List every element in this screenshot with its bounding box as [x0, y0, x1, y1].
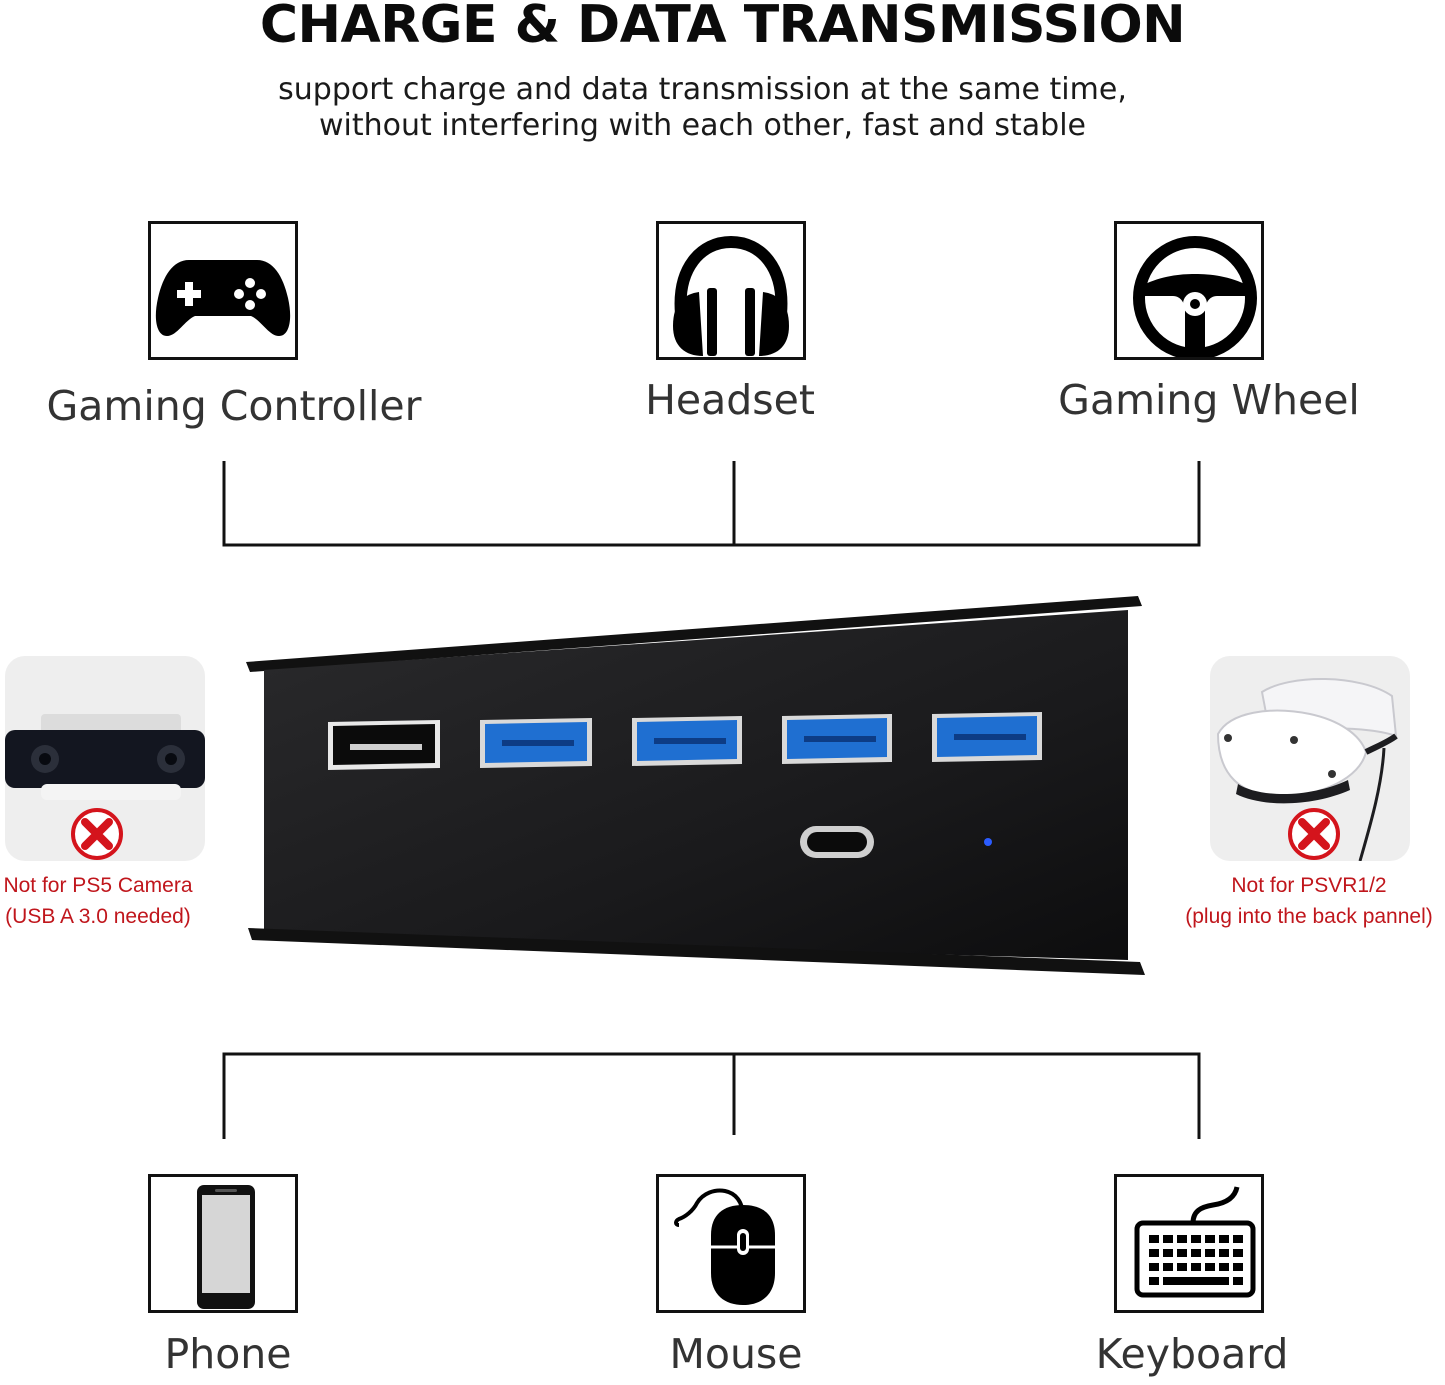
subtitle-line-1: support charge and data transmission at …: [278, 72, 1127, 107]
psvr-warning-line-2: (plug into the back pannel): [1185, 905, 1433, 928]
usb3-port-2: [632, 716, 742, 766]
mouse-box: [656, 1174, 806, 1313]
smartphone-icon: [197, 1185, 255, 1309]
camera-warning-line-1: Not for PS5 Camera: [3, 874, 193, 897]
headphones-icon: [673, 235, 789, 356]
psvr-warning-line-1: Not for PSVR1/2: [1231, 874, 1387, 897]
bottom-device-label-mouse: Mouse: [669, 1330, 803, 1378]
gaming-controller-box: [148, 221, 298, 360]
ps5-camera-photo: [5, 656, 205, 861]
red-x-icon: [1288, 808, 1340, 860]
usb-a-port-black: [328, 720, 440, 770]
steering-wheel-icon: [1133, 236, 1257, 357]
mouse-icon: [674, 1188, 775, 1305]
usb-hub-image: [246, 596, 1145, 975]
red-x-icon: [71, 808, 123, 860]
page-title: CHARGE & DATA TRANSMISSION: [259, 0, 1186, 55]
usb3-port-4: [932, 712, 1042, 762]
top-device-label-wheel: Gaming Wheel: [1058, 376, 1360, 424]
bottom-device-label-keyboard: Keyboard: [1095, 1330, 1289, 1378]
headset-box: [656, 221, 806, 360]
psvr-warning: Not for PSVR1/2 (plug into the back pann…: [1170, 870, 1445, 932]
gaming-wheel-box: [1114, 221, 1264, 360]
status-led: [984, 838, 992, 846]
subtitle-line-2: without interfering with each other, fas…: [318, 108, 1087, 143]
phone-box: [148, 1174, 298, 1313]
keyboard-icon: [1134, 1186, 1256, 1298]
psvr-photo: [1210, 656, 1410, 861]
usb3-port-1: [480, 718, 592, 768]
gamepad-icon: [155, 260, 291, 336]
top-connector-bracket: [222, 461, 1201, 547]
camera-warning-line-2: (USB A 3.0 needed): [5, 905, 191, 928]
camera-warning: Not for PS5 Camera (USB A 3.0 needed): [0, 870, 208, 932]
keyboard-box: [1114, 1174, 1264, 1313]
top-device-label-controller: Gaming Controller: [46, 382, 422, 430]
top-device-label-headset: Headset: [645, 376, 815, 424]
bottom-connector-bracket: [222, 1052, 1201, 1139]
usb3-port-3: [782, 714, 892, 764]
page-subtitle: support charge and data transmission at …: [0, 72, 1405, 144]
bottom-device-label-phone: Phone: [164, 1330, 292, 1378]
